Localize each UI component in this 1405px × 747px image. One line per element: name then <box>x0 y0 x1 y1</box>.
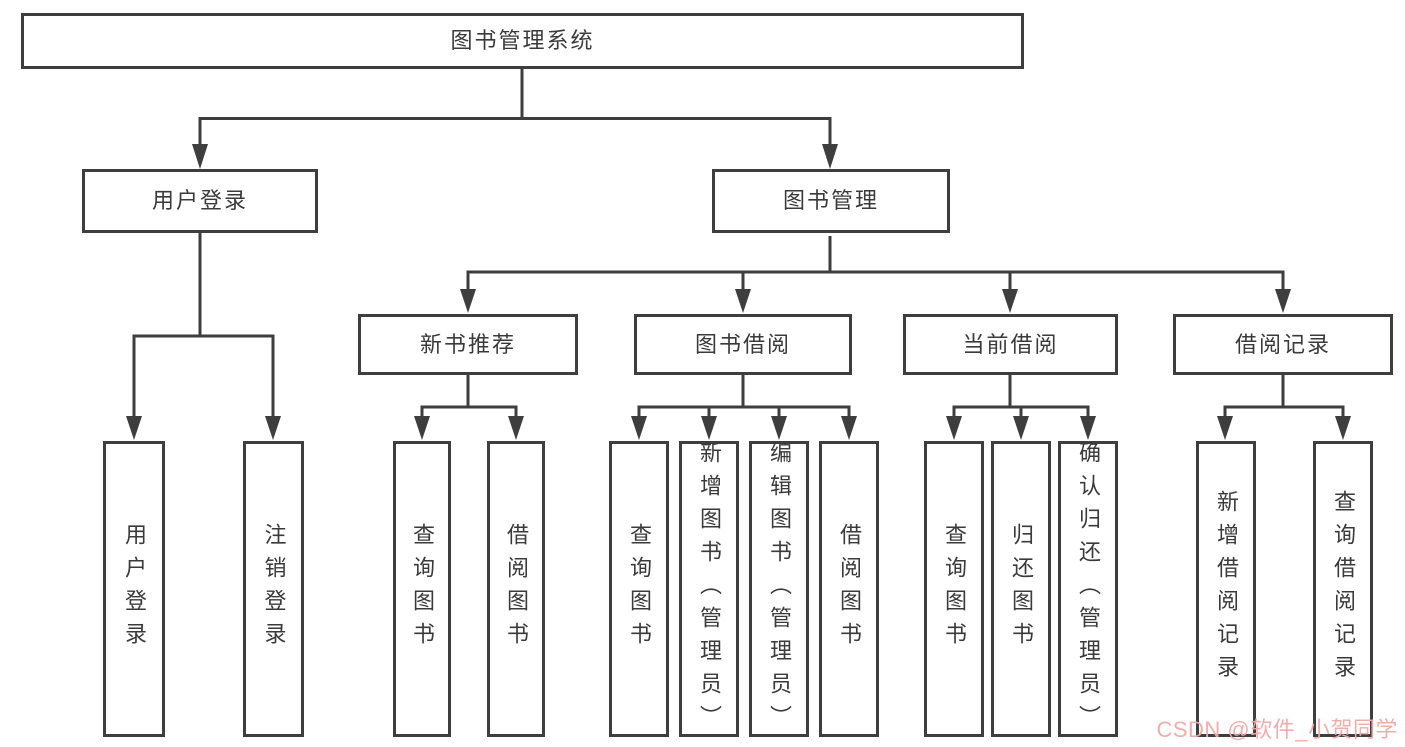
node-label: 查询图书 <box>410 523 435 655</box>
leaf-query-borrow-record: 查询借阅记录 <box>1313 441 1373 737</box>
node-label: 新书推荐 <box>419 331 516 357</box>
node-label: 借阅记录 <box>1234 331 1331 357</box>
node-user-login: 用户登录 <box>82 169 318 233</box>
leaf-query-books-recommend: 查询图书 <box>393 441 451 737</box>
leaf-user-login: 用户登录 <box>103 441 165 737</box>
leaf-query-books-borrow: 查询图书 <box>609 441 669 737</box>
csdn-watermark: CSDN @软件_小贺同学 <box>1156 717 1398 742</box>
node-label: 借阅图书 <box>837 523 862 655</box>
node-label: 用户登录 <box>122 523 147 655</box>
node-label: 图书管理系统 <box>450 28 595 53</box>
node-label: 用户登录 <box>151 188 248 213</box>
node-label: 查询图书 <box>942 523 967 655</box>
node-root: 图书管理系统 <box>21 13 1024 69</box>
node-label: 归还图书 <box>1009 523 1034 655</box>
leaf-borrow-books: 借阅图书 <box>819 441 879 737</box>
node-label: 新增借阅记录 <box>1214 490 1239 688</box>
node-label: 注销登录 <box>261 523 287 655</box>
node-label: 确认归还（管理员） <box>1076 440 1101 738</box>
node-label: 新增图书（管理员） <box>697 440 722 738</box>
leaf-add-book-admin: 新增图书（管理员） <box>679 440 739 738</box>
node-current-borrow: 当前借阅 <box>903 314 1118 375</box>
node-label: 查询图书 <box>627 523 652 655</box>
node-label: 借阅图书 <box>504 523 529 655</box>
node-book-borrow: 图书借阅 <box>634 314 852 375</box>
node-borrow-records: 借阅记录 <box>1173 314 1393 375</box>
leaf-logout: 注销登录 <box>243 441 304 737</box>
node-label: 图书借阅 <box>694 331 791 357</box>
node-label: 当前借阅 <box>962 331 1059 357</box>
leaf-return-book: 归还图书 <box>991 441 1051 737</box>
leaf-borrow-books-recommend: 借阅图书 <box>487 441 545 737</box>
node-label: 编辑图书（管理员） <box>767 440 792 738</box>
leaf-confirm-return-admin: 确认归还（管理员） <box>1058 440 1118 738</box>
leaf-edit-book-admin: 编辑图书（管理员） <box>749 440 809 738</box>
node-label: 查询借阅记录 <box>1331 490 1356 688</box>
leaf-query-books-current: 查询图书 <box>924 441 984 737</box>
node-label: 图书管理 <box>782 188 879 213</box>
node-book-management: 图书管理 <box>712 169 950 233</box>
leaf-add-borrow-record: 新增借阅记录 <box>1196 441 1256 737</box>
node-new-book-recommend: 新书推荐 <box>358 314 578 375</box>
